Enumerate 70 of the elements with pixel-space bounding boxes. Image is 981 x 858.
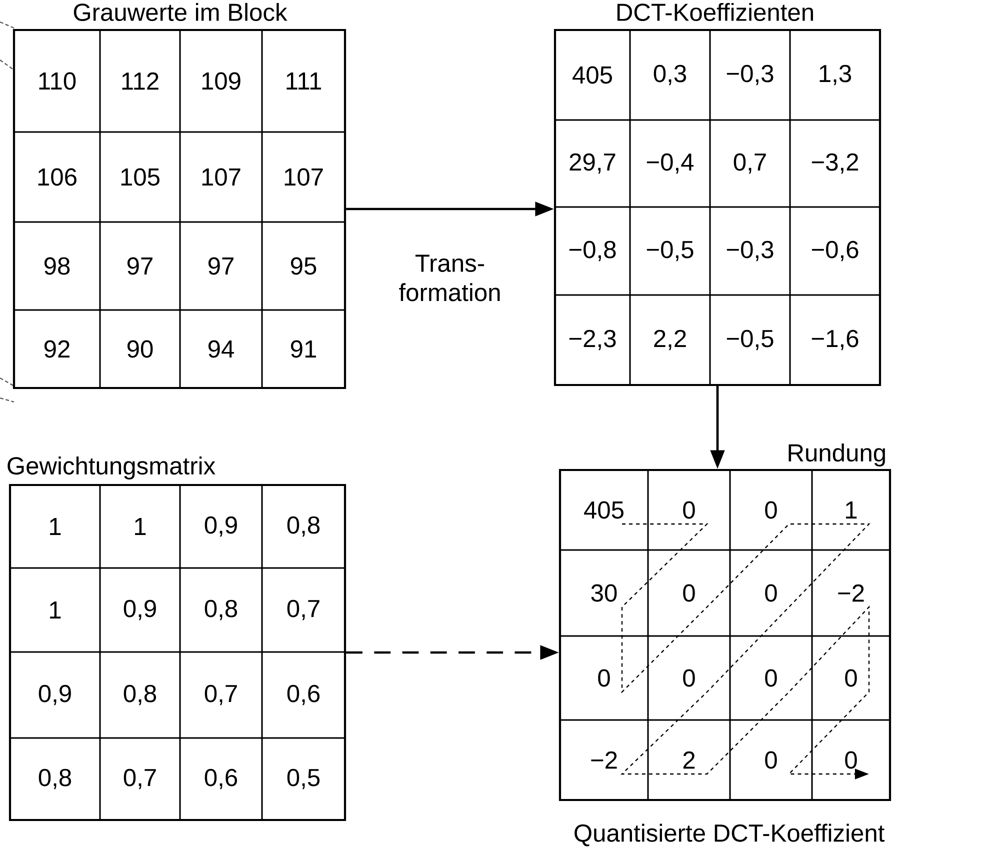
matrix-cell: −0,8 bbox=[569, 240, 616, 262]
matrix-cell: 94 bbox=[208, 340, 234, 358]
matrix-cell: 0,6 bbox=[287, 684, 320, 706]
matrix-cell: 111 bbox=[286, 72, 321, 90]
matrix-cell: −1,6 bbox=[812, 330, 858, 350]
matrix-cell: 2 bbox=[683, 751, 695, 769]
matrix-cell: −0,5 bbox=[726, 330, 774, 350]
matrix-cell: 1,3 bbox=[820, 64, 852, 86]
matrix-cell: 98 bbox=[44, 257, 70, 275]
matrix-cell: −0,3 bbox=[726, 64, 774, 86]
matrix-title: Grauwerte im Block bbox=[74, 2, 288, 22]
matrix-cell: 0,9 bbox=[204, 516, 237, 537]
matrix-cell: −3,2 bbox=[812, 153, 858, 174]
matrix-cell: 1 bbox=[846, 502, 857, 518]
matrix-cell: 405 bbox=[572, 66, 612, 84]
matrix-cell: 0,3 bbox=[654, 64, 686, 86]
matrix-cell: 0 bbox=[683, 501, 695, 519]
matrix-cell: 0,8 bbox=[204, 600, 238, 620]
matrix-cell: 92 bbox=[44, 340, 70, 358]
matrix-cell: 91 bbox=[290, 340, 316, 358]
matrix-cell: 2,2 bbox=[654, 330, 686, 350]
matrix-cell: 0,9 bbox=[124, 600, 156, 620]
matrix-title: DCT-Koeffizienten bbox=[617, 2, 813, 22]
matrix-cell: 0 bbox=[683, 669, 695, 687]
matrix-cell: 0,7 bbox=[124, 768, 156, 790]
matrix-cell: 0 bbox=[765, 669, 777, 687]
matrix-cell: 0,8 bbox=[124, 684, 156, 706]
matrix-cell: 1 bbox=[50, 518, 61, 535]
matrix-cell: −0,4 bbox=[646, 153, 694, 174]
matrix-cell: 105 bbox=[121, 168, 160, 186]
matrix-cell: 0,5 bbox=[287, 768, 320, 790]
matrix-cell: 97 bbox=[208, 257, 234, 275]
matrix-cell: 97 bbox=[127, 257, 152, 275]
matrix-cell: 90 bbox=[127, 340, 153, 358]
edge-label: Trans- formation bbox=[399, 254, 500, 302]
matrix-cell: −0,6 bbox=[812, 240, 858, 262]
matrix-cell: 0 bbox=[765, 584, 777, 602]
matrix-cell: 0,7 bbox=[204, 684, 237, 706]
matrix-cell: 107 bbox=[284, 168, 323, 186]
matrix-cell: −2 bbox=[838, 584, 864, 602]
matrix-cell: 0,7 bbox=[734, 153, 766, 174]
matrix-cell: 1 bbox=[135, 518, 146, 535]
matrix-cell: 30 bbox=[591, 584, 617, 602]
matrix-cell: 107 bbox=[202, 168, 240, 186]
matrix-cell: −0,5 bbox=[646, 240, 694, 262]
matrix-title: Gewichtungsmatrix bbox=[8, 456, 216, 480]
matrix-cell: 112 bbox=[122, 72, 158, 90]
matrix-cell: 0 bbox=[845, 669, 857, 687]
matrix-cell: 0,6 bbox=[204, 768, 238, 790]
matrix-cell: 0 bbox=[765, 501, 777, 519]
matrix-cell: 405 bbox=[584, 501, 624, 519]
matrix-cell: 0 bbox=[845, 751, 857, 769]
matrix-cell: −2 bbox=[591, 751, 617, 769]
matrix-cell: 110 bbox=[39, 72, 76, 90]
matrix-title: Quantisierte DCT-Koeffizient bbox=[574, 824, 884, 846]
matrix-cell: 29,7 bbox=[570, 153, 616, 174]
matrix-cell: 1 bbox=[50, 602, 61, 618]
matrix-cell: 0 bbox=[683, 584, 695, 602]
matrix-cell: 0 bbox=[765, 751, 777, 769]
matrix-cell: 0,8 bbox=[38, 768, 72, 790]
matrix-cell: 106 bbox=[38, 168, 76, 186]
matrix-cell: 109 bbox=[202, 72, 240, 90]
matrix-cell: −0,3 bbox=[726, 240, 774, 262]
matrix-cell: 0,9 bbox=[38, 684, 71, 706]
matrix-cell: 95 bbox=[290, 257, 316, 275]
matrix-cell: 0,8 bbox=[287, 516, 320, 537]
matrix-cell: 0 bbox=[598, 669, 610, 687]
edge-label: Rundung bbox=[788, 444, 885, 466]
matrix-cell: −2,3 bbox=[569, 330, 616, 350]
matrix-cell: 0,7 bbox=[287, 600, 320, 620]
